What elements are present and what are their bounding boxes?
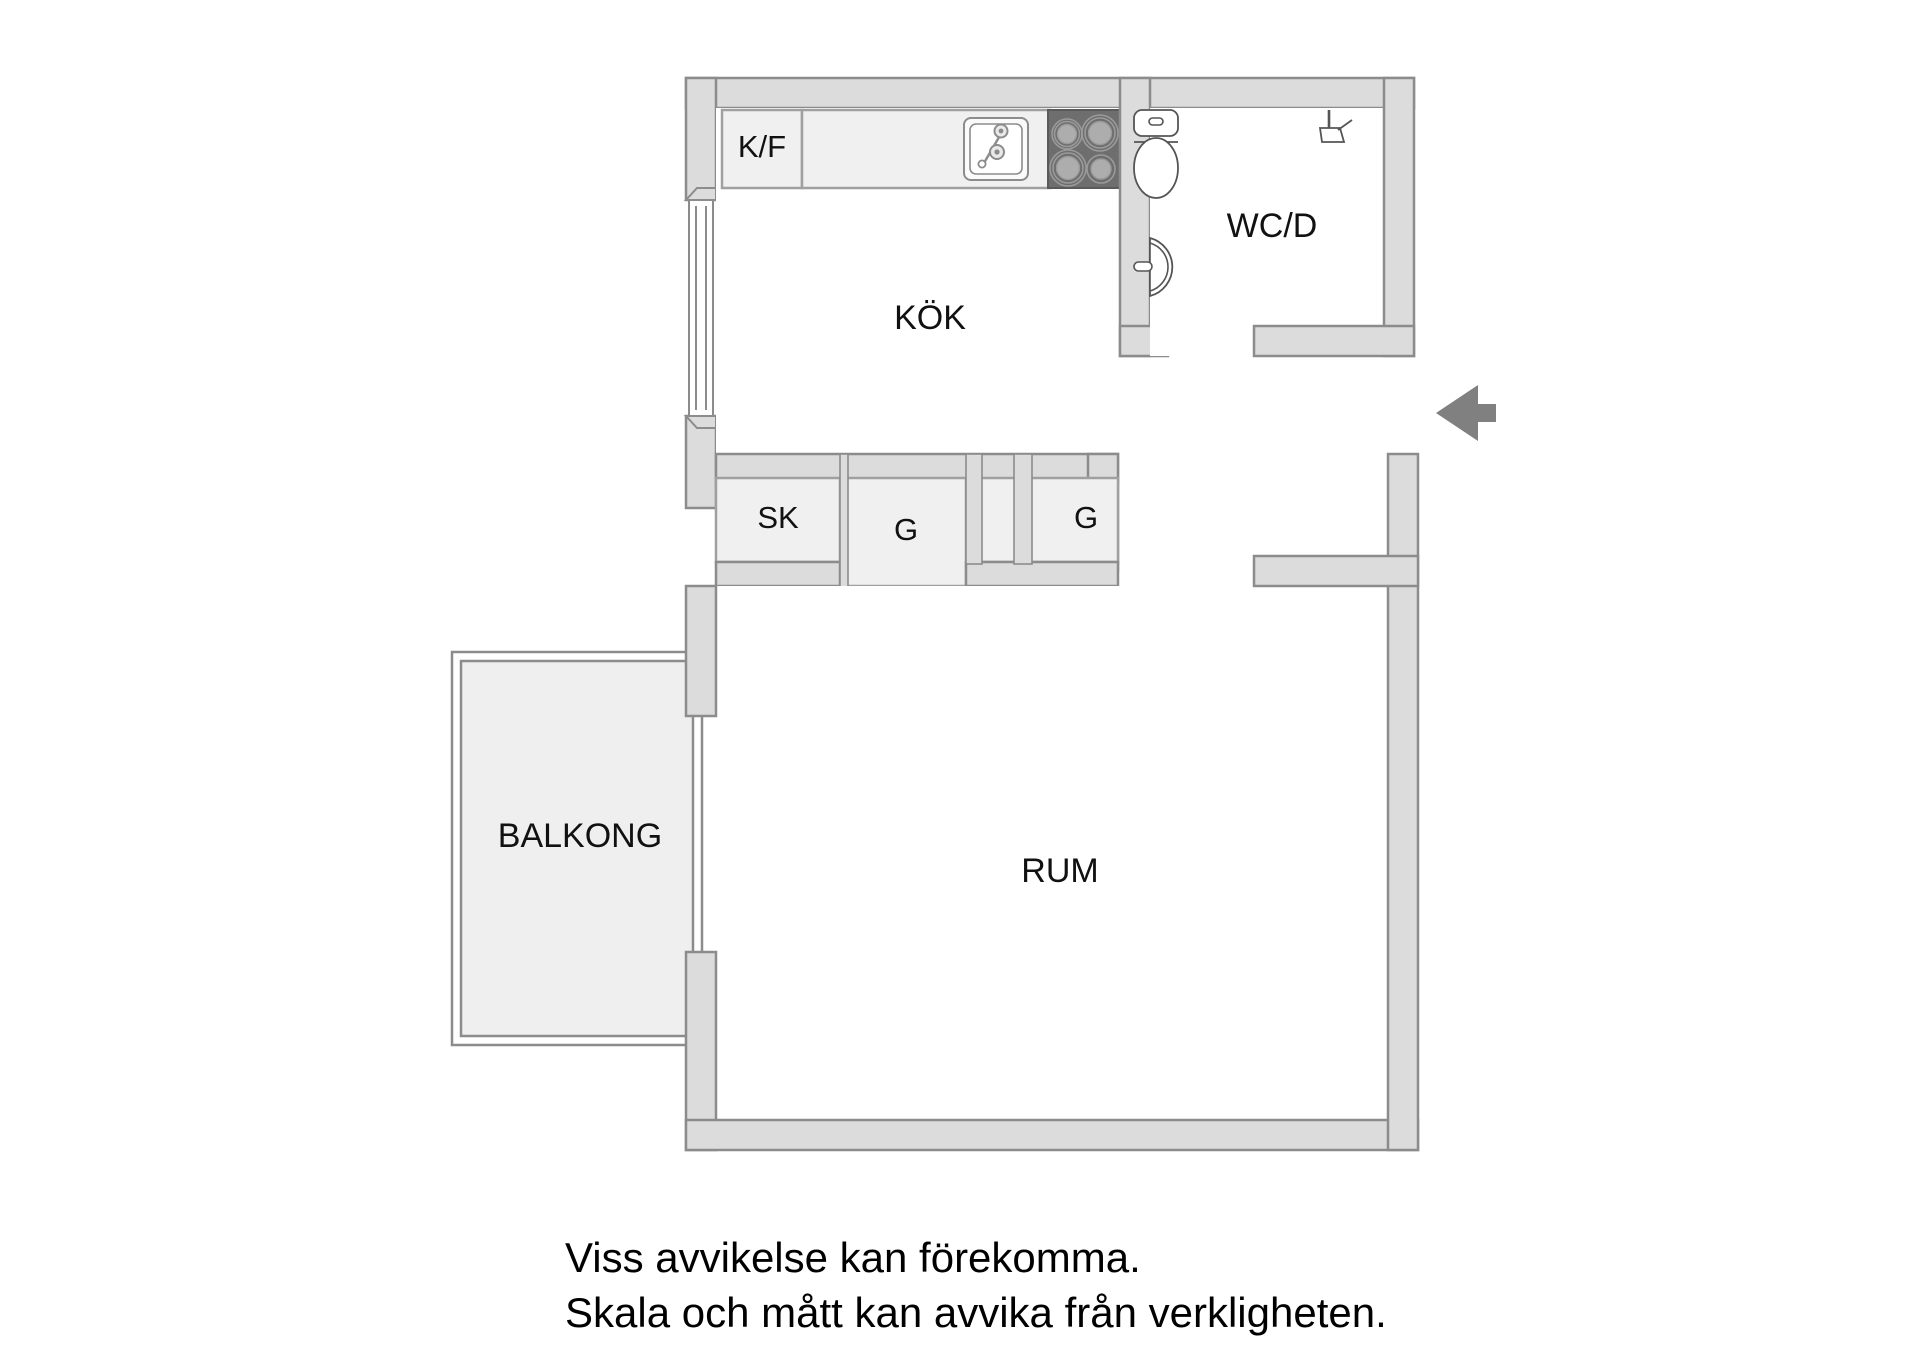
burner-br-outer (1086, 154, 1116, 184)
room-label-rum: RUM (1021, 852, 1098, 890)
toilet-icon (1133, 109, 1179, 199)
burner-tr-inner (1087, 120, 1113, 146)
washbasin-inner-bowl (1149, 241, 1169, 293)
stove-burners (1049, 114, 1119, 187)
wardrobe-g-left (844, 476, 968, 588)
burner-bl-mid (1052, 152, 1084, 184)
kitchen-walls (683, 76, 1416, 510)
window-icon (688, 199, 714, 417)
room-label-wcd: WC/D (1227, 207, 1318, 245)
wall-top-outer (684, 76, 1416, 110)
wall-kitchen-left-upper (684, 76, 718, 202)
caption-line-1: Viss avvikelse kan förekomma. (565, 1234, 1141, 1281)
wall-rum-bottom (684, 1118, 1420, 1152)
washbasin-icon (1133, 236, 1174, 298)
shower-hose (1337, 119, 1353, 131)
washbasin-tap (1133, 261, 1153, 272)
caption-line-2: Skala och mått kan avvika från verklighe… (565, 1289, 1387, 1336)
wc-walls (1252, 76, 1416, 358)
fixture-label-g-left: G (894, 512, 918, 547)
toilet-bowl (1133, 137, 1179, 199)
closet-divider-2 (965, 453, 983, 565)
window-frame (688, 199, 714, 417)
burner-bl-inner (1055, 155, 1081, 181)
rum-walls (684, 452, 1420, 1152)
closet-divider-1 (839, 453, 849, 589)
wall-kitchen-left-lower (684, 414, 718, 510)
rum-floor (716, 586, 1388, 1120)
burner-tr-outer (1081, 114, 1119, 152)
wc-floor (1150, 108, 1414, 356)
sink-handle-knob (977, 159, 987, 169)
fixture-label-g-right: G (1074, 500, 1098, 535)
kitchen-sink-icon (963, 117, 1029, 181)
closet-row (714, 453, 1120, 589)
wall-under-sk (714, 560, 842, 588)
wall-rum-left-upper (684, 584, 718, 718)
burner-bl-outer (1049, 149, 1087, 187)
balcony-floor (459, 659, 695, 1038)
sink-drain-center (994, 149, 1000, 155)
closet-divider-3 (1013, 453, 1033, 565)
wall-wc-right-vertical (1382, 76, 1416, 358)
wall-rum-entry-stub (1252, 554, 1420, 588)
entrance-arrow-shape (1436, 385, 1496, 441)
shower-head-icon (1318, 110, 1353, 143)
closet-narrow-blank (978, 476, 1018, 564)
wall-under-closets-right (964, 560, 1120, 588)
shower-head-body (1318, 127, 1346, 143)
burner-tl-mid (1053, 120, 1081, 148)
burner-tr-mid (1084, 117, 1116, 149)
fixture-label-kf: K/F (738, 129, 786, 164)
room-label-kok: KÖK (894, 299, 966, 337)
toilet-flush-button (1148, 117, 1164, 126)
entrance-arrow-icon (1436, 385, 1496, 441)
room-label-balkong: BALKONG (498, 817, 662, 855)
wall-wc-bottom (1252, 324, 1416, 358)
closet-sk (714, 476, 842, 564)
balcony-area (450, 650, 704, 1047)
burner-tl-inner (1056, 123, 1078, 145)
burner-br-inner (1090, 158, 1112, 180)
fixture-label-sk: SK (757, 500, 799, 535)
sink-faucet-center (998, 128, 1004, 134)
